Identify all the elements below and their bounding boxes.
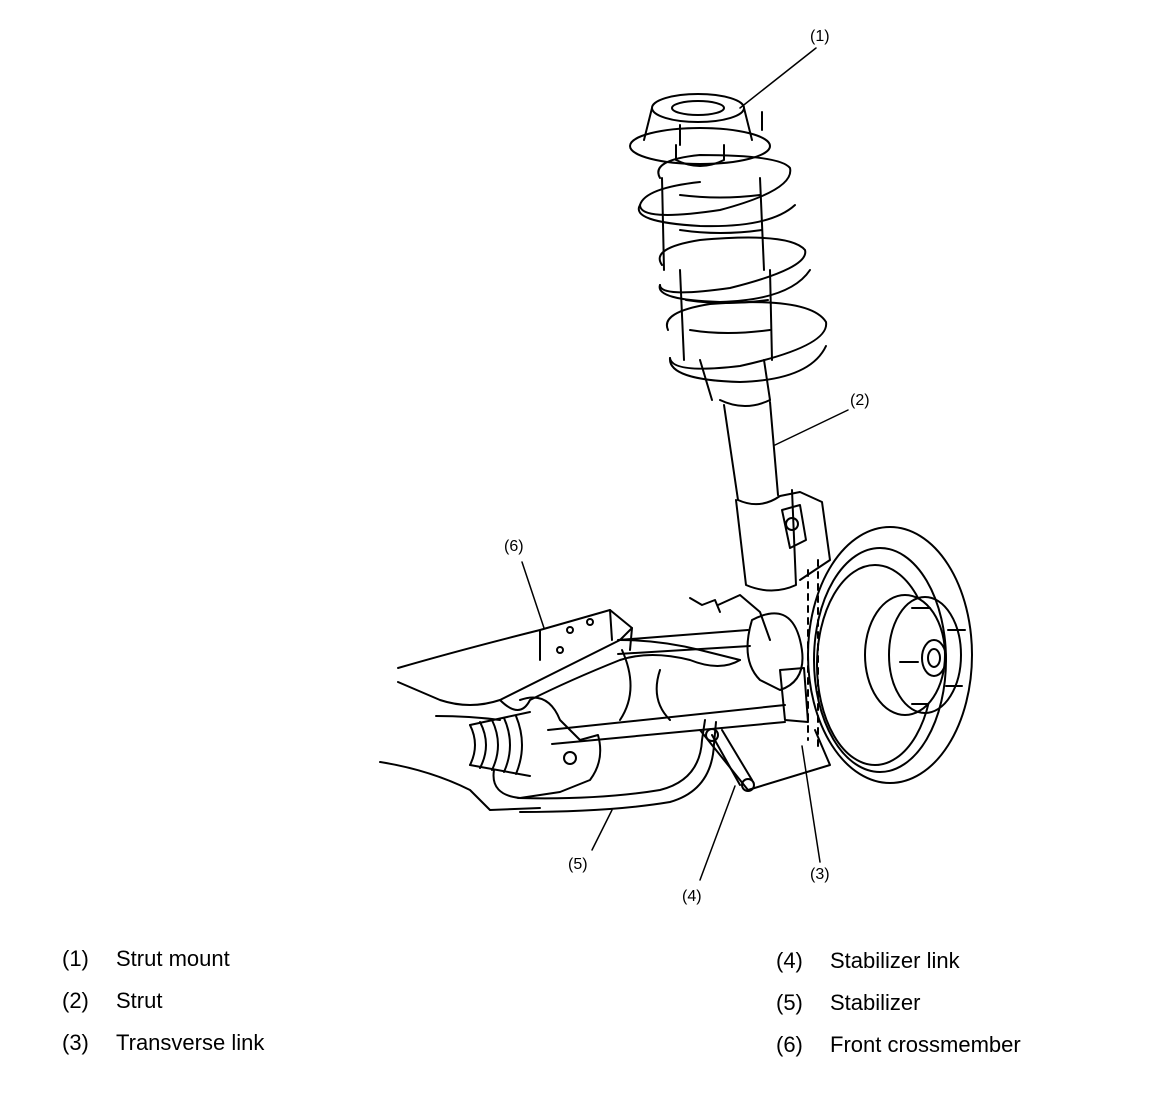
legend-number: (4) [776,948,803,973]
leader-line-3 [801,745,821,863]
legend-label: Strut [116,988,163,1013]
leader-line-1 [739,47,817,109]
coil-spring-drawing [637,154,828,401]
leader-line-4 [699,785,736,881]
legend-label: Stabilizer [830,990,921,1015]
legend-label: Stabilizer link [830,948,960,973]
leader-line-2 [774,409,849,446]
callout-5: (5) [568,856,588,873]
legend-item-strut-mount: (1) Strut mount [62,946,230,972]
legend-item-transverse-link: (3) Transverse link [62,1030,264,1056]
legend-item-stabilizer-link: (4) Stabilizer link [776,948,960,974]
legend-label: Transverse link [116,1030,265,1055]
legend-label: Strut mount [116,946,230,971]
leader-lines [521,47,849,881]
callout-4: (4) [682,888,702,905]
legend-number: (1) [62,946,89,971]
callout-6: (6) [504,538,524,555]
legend-label: Front crossmember [830,1032,1021,1057]
legend-number: (5) [776,990,803,1015]
callout-2: (2) [850,392,870,409]
legend-item-strut: (2) Strut [62,988,162,1014]
steering-boot-drawing [469,696,602,799]
legend-number: (6) [776,1032,803,1057]
stabilizer-drawing [517,719,717,813]
leader-line-6 [521,561,545,629]
knuckle-drawing [689,594,809,723]
strut-mount-drawing [629,93,771,167]
leader-line-5 [591,809,613,851]
transverse-link-drawing [547,629,831,791]
brake-disc-drawing [807,526,973,784]
suspension-diagram [379,47,973,881]
callout-1: (1) [810,28,830,45]
front-crossmember-drawing [379,609,741,811]
legend-item-stabilizer: (5) Stabilizer [776,990,920,1016]
stabilizer-link-drawing [705,728,755,792]
legend-number: (3) [62,1030,89,1055]
callout-3: (3) [810,866,830,883]
legend-number: (2) [62,988,89,1013]
strut-drawing [719,399,831,592]
legend-item-front-crossmember: (6) Front crossmember [776,1032,1021,1058]
